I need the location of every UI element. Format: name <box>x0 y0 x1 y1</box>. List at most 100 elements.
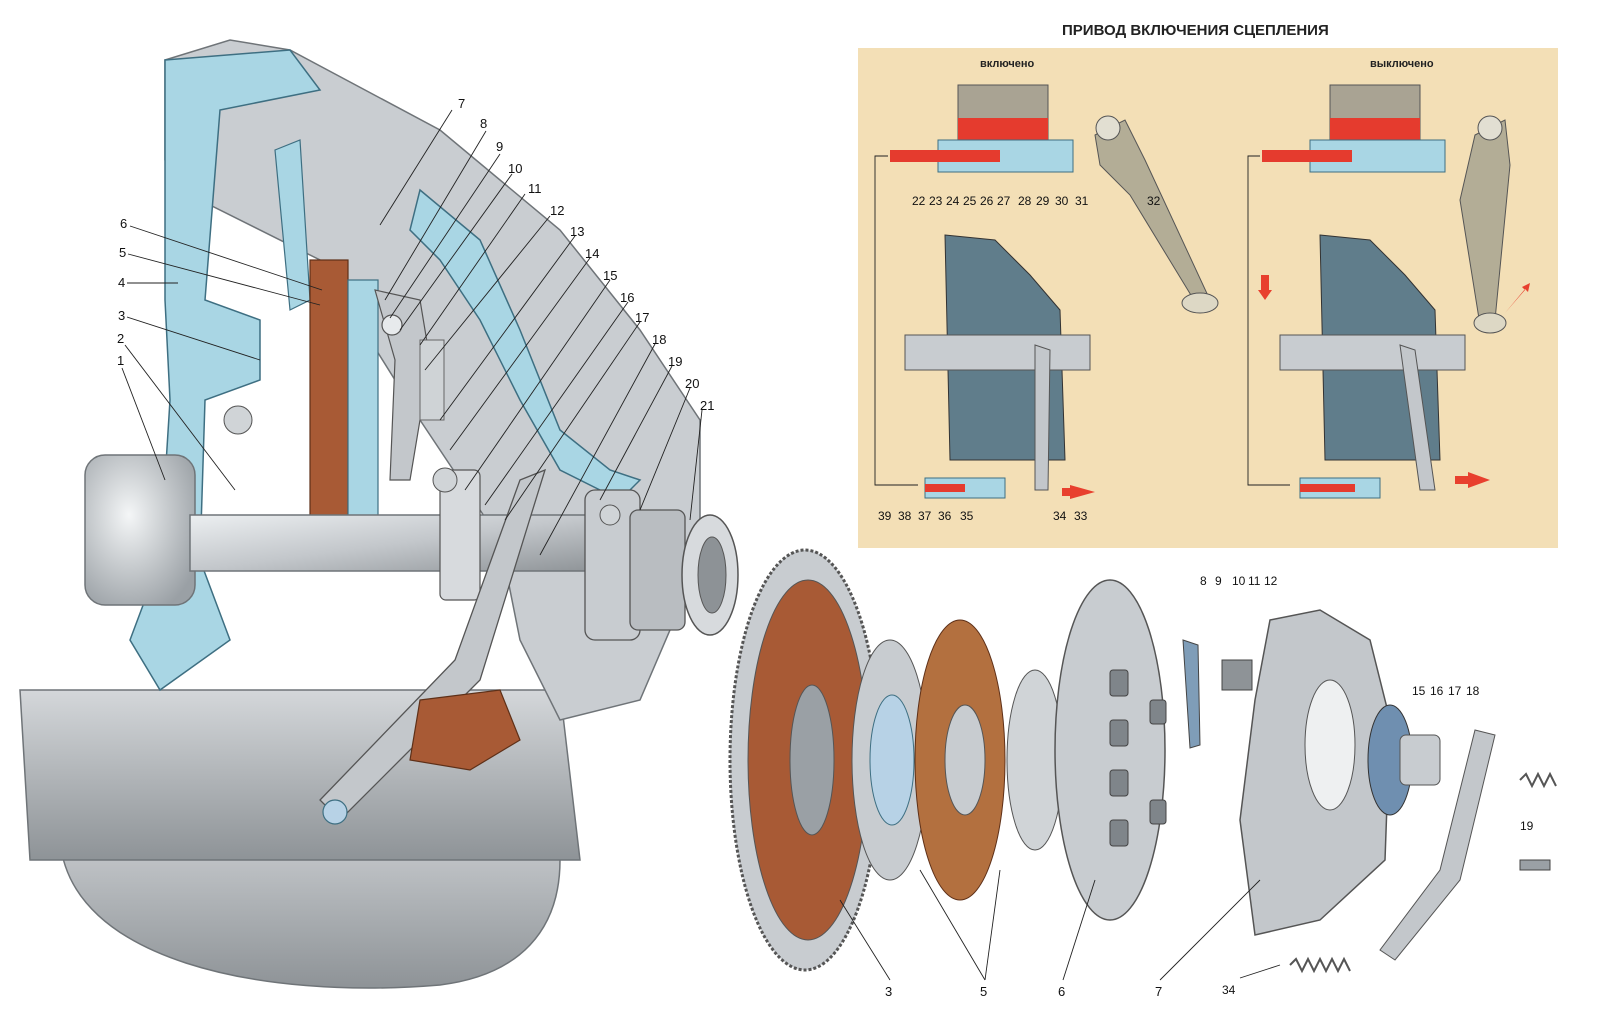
exploded-label-5a: 5 <box>980 984 987 999</box>
drive-label-33: 33 <box>1074 509 1088 523</box>
drive-disengaged: выключено <box>1247 58 1530 499</box>
drive-label-24: 24 <box>946 194 960 208</box>
return-spring <box>1519 771 1557 789</box>
section-label-9: 9 <box>496 139 503 154</box>
fork-small-2 <box>1399 344 1436 491</box>
exploded-label-7: 7 <box>1155 984 1162 999</box>
cover-bore <box>1304 679 1356 811</box>
pedal-pivot-2 <box>1477 115 1503 141</box>
pressure-plate-section <box>347 279 379 521</box>
master-cylinder-bore <box>890 150 1000 162</box>
bolt <box>223 405 253 435</box>
flywheel-center <box>789 684 835 836</box>
shaft-small <box>904 334 1091 371</box>
master-cylinder-fluid <box>958 118 1048 140</box>
drive-label-27: 27 <box>997 194 1011 208</box>
master-cylinder-body <box>937 139 1074 173</box>
section-label-20: 20 <box>685 376 699 391</box>
bolt <box>599 504 621 526</box>
hydraulic-line <box>874 155 918 486</box>
fork-end <box>322 799 348 825</box>
bearing-sleeve <box>1399 734 1441 786</box>
force-arrow-pedal <box>1505 283 1530 313</box>
input-shaft <box>189 514 611 572</box>
release-lever <box>374 289 431 481</box>
exploded-label-15: 15 <box>1412 684 1426 698</box>
output-gear <box>629 509 686 631</box>
exploded-label-12: 12 <box>1264 574 1278 588</box>
exploded-callouts: 3 5 5 6 7 8 9 10 11 12 15 16 17 18 19 34 <box>839 574 1534 999</box>
drive-label-37: 37 <box>918 509 932 523</box>
exploded-view <box>728 548 1557 974</box>
exploded-label-19: 19 <box>1520 819 1534 833</box>
section-label-15: 15 <box>603 268 617 283</box>
section-label-7: 7 <box>458 96 465 111</box>
section-label-4: 4 <box>118 275 125 290</box>
disc-damper-1 <box>869 694 915 826</box>
drive-label-22: 22 <box>912 194 926 208</box>
crankshaft-hub <box>84 454 196 606</box>
fork-boot <box>409 689 521 771</box>
drive-label-26: 26 <box>980 194 994 208</box>
drive-label-31: 31 <box>1075 194 1089 208</box>
exploded-label-10: 10 <box>1232 574 1246 588</box>
drive-label-23: 23 <box>929 194 943 208</box>
drive-label-39: 39 <box>878 509 892 523</box>
state-engaged-label: включено <box>980 58 1035 70</box>
force-arrow-engaged <box>1062 485 1095 499</box>
release-bearing <box>439 469 481 601</box>
drive-label-34: 34 <box>1053 509 1067 523</box>
bolt <box>432 467 458 493</box>
lever-pin <box>381 314 403 336</box>
section-label-17: 17 <box>635 310 649 325</box>
drive-engaged: включено <box>874 58 1219 499</box>
section-label-18: 18 <box>652 332 666 347</box>
section-label-12: 12 <box>550 203 564 218</box>
exploded-label-6: 6 <box>1058 984 1065 999</box>
state-disengaged-label: выключено <box>1370 58 1434 70</box>
lever-support <box>1221 659 1253 691</box>
section-label-16: 16 <box>620 290 634 305</box>
drive-label-28: 28 <box>1018 194 1032 208</box>
exploded-label-8: 8 <box>1200 574 1207 588</box>
fork-small <box>1034 344 1051 491</box>
hydraulic-line-2 <box>1247 155 1290 486</box>
lower-spring <box>1289 956 1351 974</box>
section-label-11: 11 <box>528 181 542 196</box>
master-cylinder-fluid-2 <box>1330 118 1420 140</box>
drive-label-30: 30 <box>1055 194 1069 208</box>
clutch-section-view <box>19 39 739 989</box>
section-label-2: 2 <box>117 331 124 346</box>
exploded-label-16: 16 <box>1430 684 1444 698</box>
section-label-1: 1 <box>117 353 124 368</box>
drive-label-35: 35 <box>960 509 974 523</box>
slave-cylinder-fluid <box>925 484 965 492</box>
pressure-springs <box>1109 669 1167 847</box>
friction-disc-section <box>309 259 349 521</box>
exploded-label-18: 18 <box>1466 684 1480 698</box>
master-cylinder-bore-2 <box>1262 150 1352 162</box>
drive-label-36: 36 <box>938 509 952 523</box>
release-fork-part <box>1379 729 1496 961</box>
output-shaft-bore <box>697 536 727 614</box>
section-label-14: 14 <box>585 246 599 261</box>
section-label-21: 21 <box>700 398 714 413</box>
drive-label-25: 25 <box>963 194 977 208</box>
drive-label-32: 32 <box>1147 194 1161 208</box>
section-label-19: 19 <box>668 354 682 369</box>
pedal-pivot <box>1095 115 1121 141</box>
force-arrow-down <box>1258 275 1272 300</box>
pedal-pad-2 <box>1473 312 1507 334</box>
pedal-pad <box>1181 292 1219 314</box>
pressure-spring <box>419 339 445 421</box>
drive-panel: включено выключено <box>858 48 1558 548</box>
diagram-title: ПРИВОД ВКЛЮЧЕНИЯ СЦЕПЛЕНИЯ <box>1062 22 1329 39</box>
force-arrow-right <box>1455 472 1490 488</box>
shaft-small-2 <box>1279 334 1466 371</box>
release-lever-part <box>1182 639 1201 749</box>
exploded-label-9: 9 <box>1215 574 1222 588</box>
section-label-8: 8 <box>480 116 487 131</box>
exploded-label-17: 17 <box>1448 684 1462 698</box>
exploded-label-34: 34 <box>1222 983 1236 997</box>
section-label-10: 10 <box>508 161 522 176</box>
